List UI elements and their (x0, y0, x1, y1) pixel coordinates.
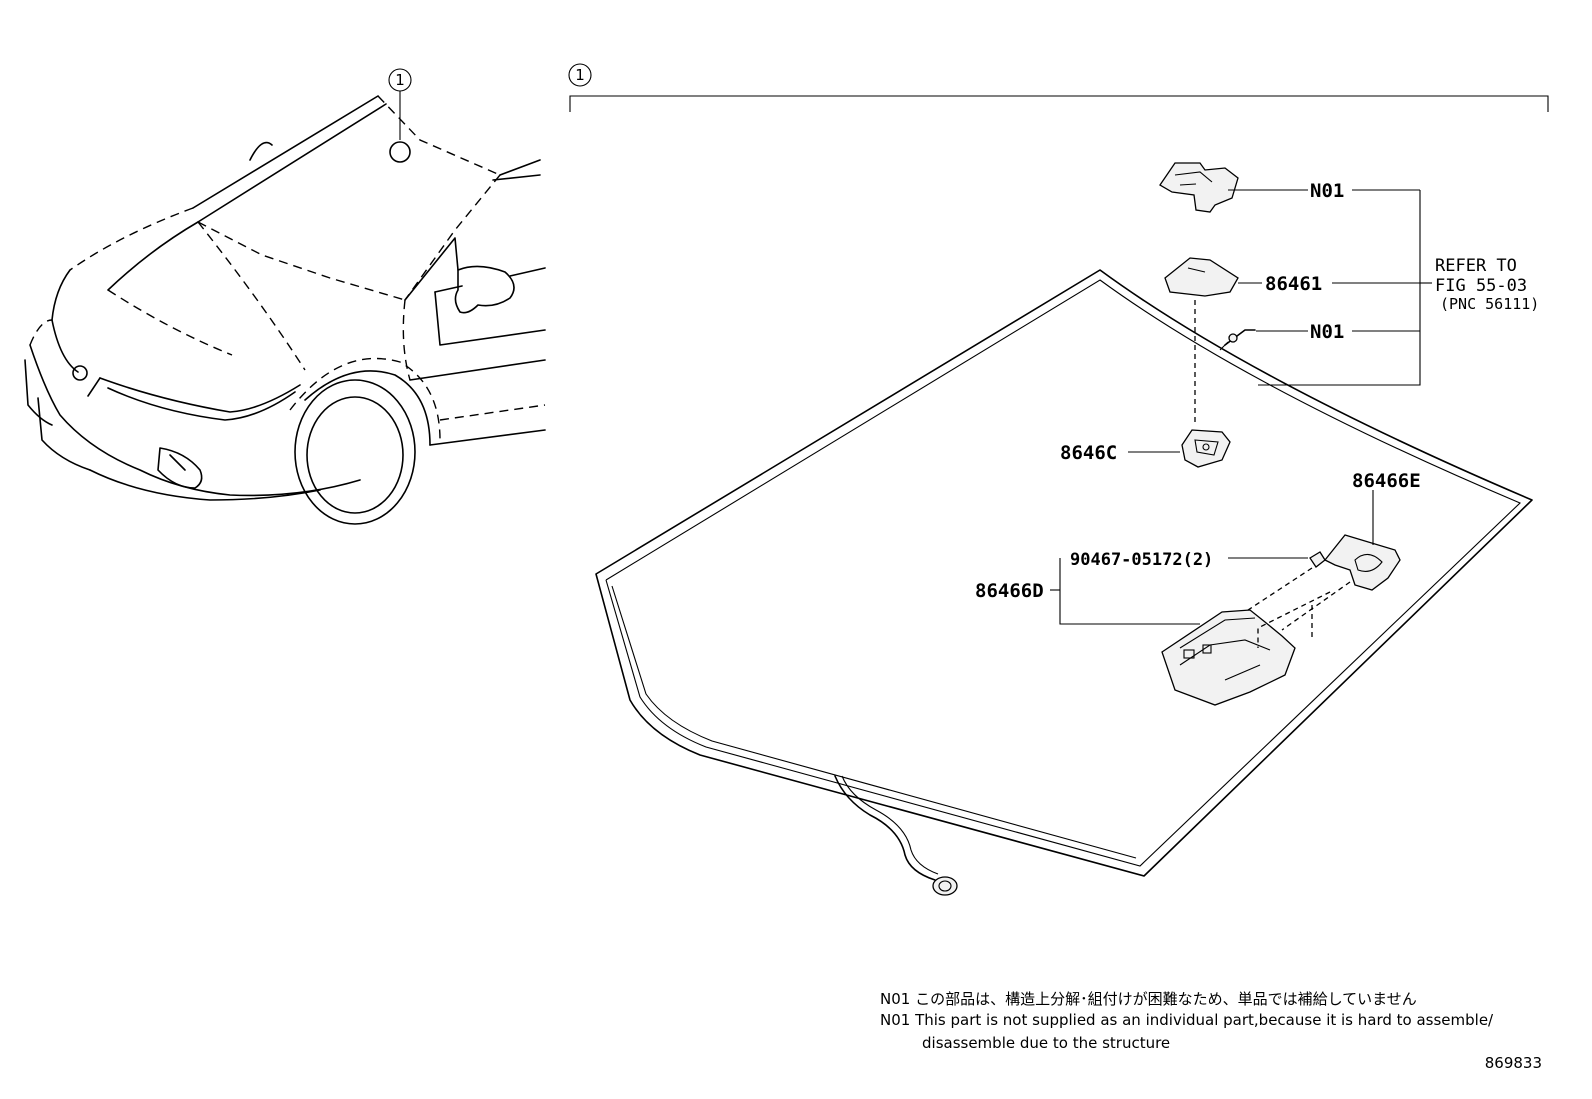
refer-line-3: (PNC 56111) (1440, 295, 1539, 313)
car-front-illustration: 1 (24, 68, 546, 525)
camera-location-marker (389, 141, 411, 163)
figure-number: 869833 (1484, 1054, 1542, 1072)
leader-86466d (1059, 558, 1200, 625)
label-n01-top: N01 (1310, 180, 1344, 202)
guide-bracket-to-cover-b (1257, 591, 1331, 648)
label-90467: 90467-05172(2) (1070, 550, 1213, 570)
refer-line-2: FIG 55-03 (1435, 276, 1527, 296)
part-86461-cover (1164, 257, 1239, 297)
note-en-code: N01 (880, 1011, 911, 1029)
part-86466e-bracket (1323, 534, 1401, 591)
note-en: N01 This part is not supplied as an indi… (880, 1011, 1493, 1029)
refer-bracket (1258, 190, 1421, 386)
label-n01-bottom: N01 (1310, 321, 1344, 343)
guide-bracket-to-cover-a (1281, 581, 1351, 631)
part-90467-clip (1309, 551, 1326, 568)
label-86466e: 86466E (1352, 470, 1421, 492)
label-8646c: 8646C (1060, 442, 1117, 464)
part-8646c-camera (1181, 429, 1231, 468)
part-n01-bracket (1159, 162, 1239, 213)
assembly-bracket: 1 (568, 63, 1549, 112)
callout-number-car: 1 (395, 71, 405, 89)
part-n01-clip (1219, 329, 1256, 351)
windshield-glass (595, 269, 1533, 896)
note-jp-text: この部品は、構造上分解･組付けが困難なため、単品では補給していません (915, 990, 1417, 1008)
label-86466d: 86466D (975, 580, 1044, 602)
callout-number-assembly: 1 (575, 66, 585, 84)
note-jp: N01 この部品は、構造上分解･組付けが困難なため、単品では補給していません (880, 988, 1417, 1009)
part-86466d-cover (1161, 609, 1296, 706)
note-en-continued: disassemble due to the structure (922, 1034, 1170, 1052)
guide-clip-to-cover (1244, 567, 1313, 613)
note-en-text-2: disassemble due to the structure (922, 1034, 1171, 1052)
label-86461: 86461 (1265, 273, 1322, 295)
note-jp-code: N01 (880, 990, 911, 1008)
note-en-text: This part is not supplied as an individu… (915, 1011, 1494, 1029)
callout-marker-assembly (568, 63, 592, 87)
refer-line-1: REFER TO (1435, 256, 1517, 276)
